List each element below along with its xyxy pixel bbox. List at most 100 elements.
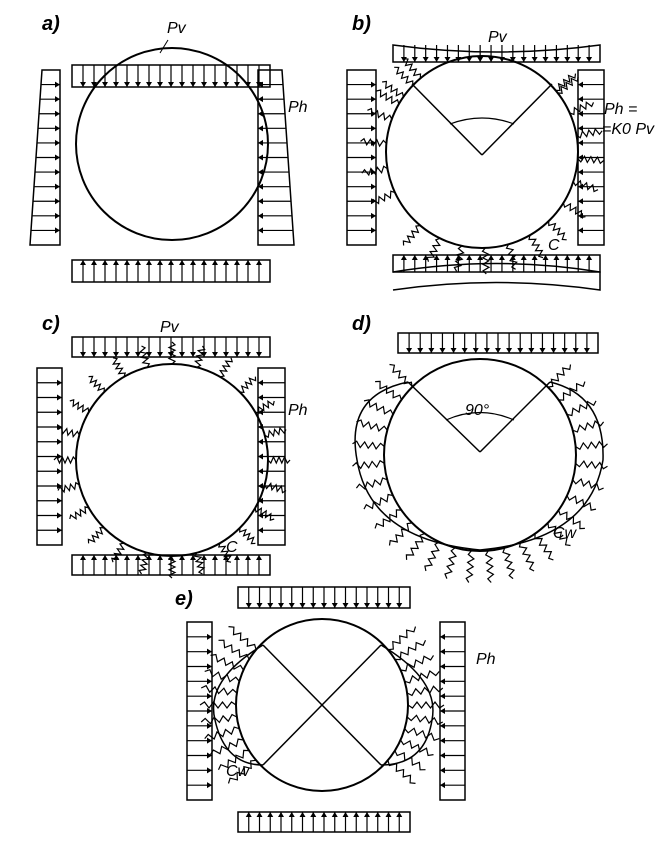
- panel-b-right-load-arrow-head: [578, 227, 583, 234]
- panel-d-spring: [375, 380, 402, 401]
- panel-e-left-spring: [199, 701, 237, 709]
- panel-c-c-label: C: [226, 539, 238, 556]
- panel-b-top-load-outline: [392, 44, 601, 63]
- panel-b-bottom-load-arrow-head: [553, 255, 560, 260]
- panel-a-pv-leader: [159, 39, 169, 54]
- panel-d-top-load-arrow-head: [495, 348, 501, 353]
- panel-d-spring: [388, 522, 413, 546]
- panel-b-spring: [572, 179, 599, 193]
- panel-c-spring: [217, 542, 233, 563]
- panel-b-bottom-load-arrow-head: [498, 255, 505, 260]
- panel-e-right-spring: [394, 750, 426, 771]
- panel-b-left-load-arrow-head: [371, 154, 376, 161]
- panel-d-spring: [534, 533, 554, 561]
- panel-e-bottom-load-arrow-head: [256, 812, 263, 817]
- panel-c-spring: [138, 552, 150, 575]
- panel-b-top-load-arrow-head: [564, 57, 571, 62]
- panel-a-bottom-load-arrow-head: [91, 260, 97, 265]
- panel-e-left-spring: [204, 726, 240, 740]
- panel-c-bottom-load-arrow-head: [201, 555, 207, 560]
- panel-e-right-spring: [404, 670, 440, 684]
- panel-b-spring: [361, 165, 388, 177]
- panel-d-spring: [566, 400, 597, 417]
- panel-d-spring: [405, 533, 426, 560]
- panel-a-left-load-arrow-head: [55, 139, 60, 146]
- panel-c-bottom-load-arrow-head: [245, 555, 251, 560]
- panel-b-spring: [528, 234, 544, 259]
- panel-a-right-load-arrow-head: [258, 96, 263, 103]
- panel-e-top-load-arrow-head: [342, 603, 349, 608]
- panel-a-top-load-arrow-head: [113, 82, 119, 87]
- panel-b-pv-label: Pv: [488, 29, 508, 46]
- panel-c-spring: [111, 357, 127, 378]
- panel-e-bottom-load-arrow-head: [267, 812, 274, 817]
- panel-c-spring: [254, 399, 275, 415]
- panel-c-left-load-arrow-head: [57, 424, 62, 430]
- panel-a-top-load-arrow-head: [190, 82, 196, 87]
- panel-c-bottom-load-arrow-head: [102, 555, 108, 560]
- panel-c-top-load-arrow-head: [256, 352, 262, 357]
- panel-b-spring: [562, 202, 586, 219]
- panel-c-top-load-arrow-head: [190, 352, 196, 357]
- panel-e-left-load-arrow-head: [207, 708, 212, 714]
- panel-b-spring: [402, 224, 421, 246]
- panel-b-bottom-load-arrow-head: [466, 255, 473, 260]
- panel-d-top-load-arrow-head: [483, 348, 490, 353]
- panel-d-top-load-arrow-head: [506, 348, 513, 353]
- panel-a-top-load-arrow-head: [201, 82, 207, 87]
- panel-b-right-load-arrow-head: [578, 198, 583, 205]
- panel-d-spring: [575, 440, 608, 451]
- panel-a-bottom-load-arrow-head: [124, 260, 130, 265]
- panel-e-left-load-arrow-head: [207, 693, 212, 700]
- panel-e-right-spring: [407, 701, 445, 709]
- panel-d-spring: [444, 547, 458, 579]
- panel-c-spring: [87, 527, 105, 544]
- panel-c-spring: [193, 552, 206, 575]
- panel-c-spring: [254, 506, 275, 522]
- panel-b-top-load-arrow-head: [411, 57, 418, 62]
- panel-b-angle-line-right: [481, 83, 553, 156]
- panel-b-bottom-load-arrow-head: [575, 255, 582, 260]
- panel-c-right-load-arrow-head: [258, 497, 263, 504]
- panel-d-spring: [424, 541, 440, 572]
- panel-b-bottom-load-arrow-head: [455, 255, 462, 260]
- panel-d-spring: [352, 440, 385, 450]
- panel-d-spring: [558, 381, 586, 401]
- panel-e-right-spring: [406, 685, 444, 697]
- panel-c-spring: [239, 527, 256, 545]
- panel-a-bottom-load-arrow-head: [146, 260, 152, 265]
- panel-a-bottom-load-arrow-head: [179, 260, 185, 265]
- panel-e-left-load-arrow-head: [207, 722, 212, 729]
- panel-e-bottom-load-arrow-head: [310, 812, 317, 817]
- panel-c-spring: [138, 345, 151, 368]
- panel-e-left-spring: [209, 738, 244, 755]
- panel-e-top-load-arrow-head: [278, 603, 284, 608]
- panel-d-spring: [518, 541, 535, 572]
- panel-e-bottom-load-arrow-head: [288, 812, 295, 817]
- panel-b-bottom-load-arrow-head: [520, 255, 527, 260]
- panel-e-bottom-load-arrow-head: [245, 812, 252, 817]
- panel-e-left-spring: [227, 759, 257, 784]
- panel-c-top-load-arrow-head: [124, 352, 130, 357]
- panel-a-left-load-arrow-head: [55, 212, 60, 219]
- panel-e-right-spring: [400, 655, 435, 672]
- panel-b-spring: [394, 66, 414, 86]
- panel-e-top-load-arrow-head: [310, 603, 317, 608]
- panel-c-bottom-load-arrow-head: [212, 555, 218, 560]
- panel-a-right-load-arrow-head: [258, 183, 263, 190]
- panel-e-right-spring: [400, 739, 434, 757]
- panel-c-right-load-arrow-head: [258, 453, 263, 460]
- panel-b-spring: [376, 89, 400, 105]
- panel-e-left-load-arrow-head: [207, 752, 212, 759]
- panel-b-spring: [577, 154, 605, 165]
- panel-a-top-load-arrow-head: [80, 82, 86, 87]
- panel-e-right-spring: [394, 640, 427, 661]
- panel-a-bottom-load-outline: [71, 259, 271, 283]
- panel-c-top-load-outline: [71, 336, 271, 358]
- panel-d-spring: [547, 522, 571, 547]
- panel-c-bottom-load-arrow-head: [91, 555, 97, 560]
- panel-a-left-load-arrow-head: [55, 125, 60, 132]
- panel-c-left-load-arrow-head: [57, 512, 62, 519]
